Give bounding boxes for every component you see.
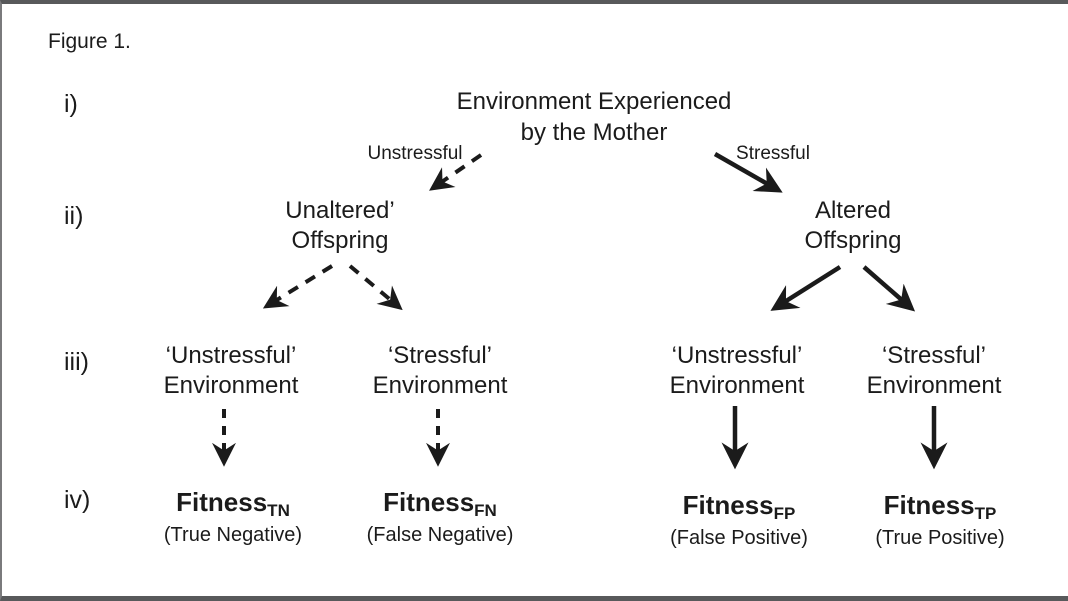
node-unaltered-offspring-line2: Offspring (291, 227, 389, 254)
fitness-tn-subscript: TN (267, 500, 290, 520)
fitness-tp-caption: (True Positive) (875, 527, 1005, 549)
row-label-ii: ii) (64, 202, 84, 230)
node-altered-offspring-line2: Offspring (804, 227, 902, 254)
node-mother-environment: Environment Experienced by the Mother (457, 86, 732, 148)
node-env-line1: ‘Stressful’ (881, 342, 987, 369)
fitness-fp-subscript: FP (773, 503, 796, 523)
row-label-iv: iv) (64, 486, 91, 514)
node-unaltered-offspring: Unaltered’ Offspring (285, 196, 394, 256)
fitness-fn-caption: (False Negative) (366, 524, 514, 546)
arrow-altered-to-unstressful-env (770, 265, 842, 311)
node-env-line2: Environment (372, 372, 508, 399)
fitness-fn-label: FitnessFN (383, 487, 497, 520)
node-altered-offspring: Altered Offspring (805, 196, 902, 256)
node-env-line2: Environment (163, 372, 299, 399)
node-env-line1: ‘Unstressful’ (165, 342, 297, 369)
fitness-tn-label: FitnessTN (176, 487, 290, 520)
arrow-altered-to-stressful-env (862, 265, 916, 312)
node-env-line1: ‘Unstressful’ (671, 342, 803, 369)
arrow-unaltered-to-stressful-env (348, 264, 403, 311)
row-label-iii: iii) (64, 348, 89, 376)
edge-label-stressful: Stressful (736, 143, 810, 164)
node-fitness-fp: FitnessFP (False Positive) (670, 490, 808, 551)
node-mother-environment-line1: Environment Experienced (456, 88, 732, 115)
node-env-stressful-left: ‘Stressful’ Environment (373, 341, 508, 401)
fitness-tn-caption: (True Negative) (163, 524, 303, 546)
node-env-line1: ‘Stressful’ (387, 342, 493, 369)
fitness-fp-caption: (False Positive) (670, 527, 808, 549)
row-label-i: i) (64, 90, 78, 118)
node-fitness-fn: FitnessFN (False Negative) (367, 487, 514, 548)
figure-caption: Figure 1. (48, 30, 131, 53)
arrow-unaltered-to-unstressful-env (262, 264, 334, 309)
node-env-line2: Environment (669, 372, 805, 399)
node-mother-environment-line2: by the Mother (520, 119, 668, 146)
node-env-unstressful-left: ‘Unstressful’ Environment (164, 341, 299, 401)
node-fitness-tp: FitnessTP (True Positive) (875, 490, 1004, 551)
node-fitness-tn: FitnessTN (True Negative) (164, 487, 302, 548)
node-altered-offspring-line1: Altered (814, 197, 892, 224)
edge-label-unstressful: Unstressful (367, 143, 463, 164)
fitness-fp-label: FitnessFP (682, 490, 796, 523)
fitness-fn-subscript: FN (474, 500, 497, 520)
node-env-unstressful-right: ‘Unstressful’ Environment (670, 341, 805, 401)
node-unaltered-offspring-line1: Unaltered’ (285, 197, 395, 224)
fitness-tp-subscript: TP (974, 503, 997, 523)
fitness-tp-label: FitnessTP (883, 490, 997, 523)
node-env-line2: Environment (866, 372, 1002, 399)
node-env-stressful-right: ‘Stressful’ Environment (867, 341, 1002, 401)
